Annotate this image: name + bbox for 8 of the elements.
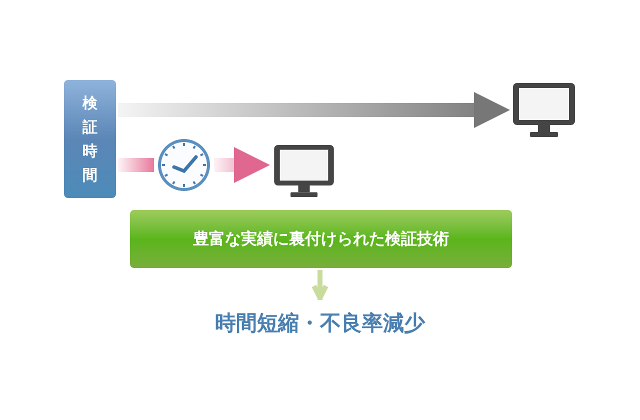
arrow <box>214 147 270 183</box>
arrow <box>312 270 328 300</box>
arrow <box>118 92 510 128</box>
banner-text: 豊富な実績に裏付けられた検証技術 <box>193 228 449 250</box>
label-box <box>64 80 116 198</box>
vertical-label: 検証時間 <box>82 93 98 186</box>
result-text: 時間短縮・不良率減少 <box>215 310 425 338</box>
banner-box <box>130 210 512 268</box>
